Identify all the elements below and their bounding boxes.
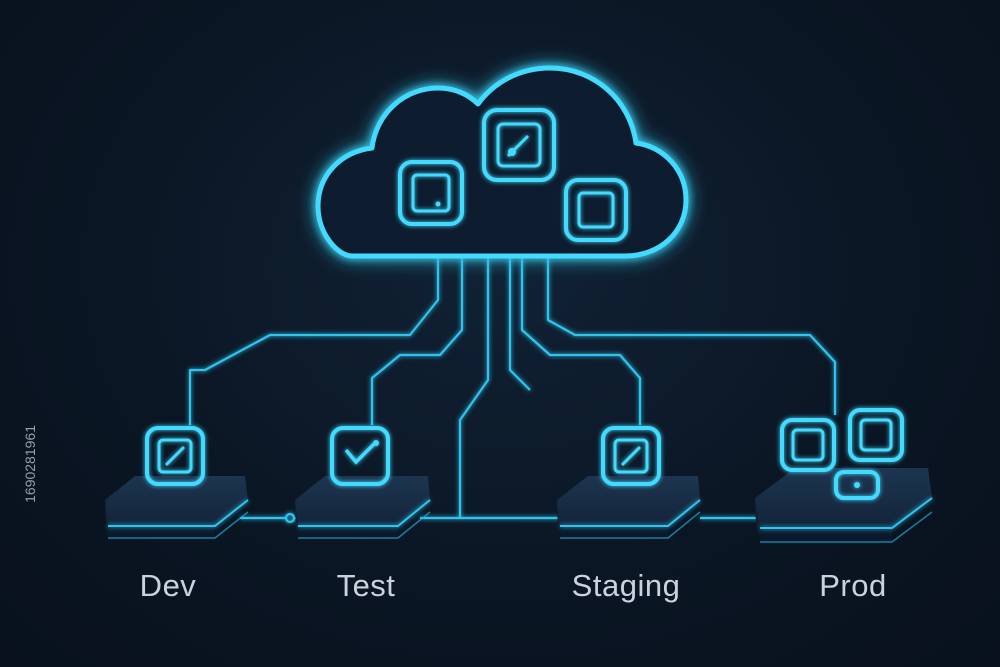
platform-prod [755, 468, 933, 544]
env-label-staging: Staging [571, 568, 681, 603]
cloud-icon [315, 65, 689, 259]
bus-node [284, 512, 296, 524]
connector-center-right [508, 258, 531, 391]
connector-to-prod [546, 258, 837, 415]
connector-to-test [370, 258, 464, 425]
test-checkmark-square-icon [330, 426, 390, 486]
platform-staging [557, 476, 701, 540]
platforms [105, 468, 933, 544]
env-label-test: Test [336, 568, 396, 603]
platform-test [295, 476, 431, 540]
dev-edit-square-icon [145, 426, 205, 486]
connector-to-dev [188, 258, 440, 425]
bottom-bus-main [420, 455, 560, 520]
connector-lines [188, 258, 837, 524]
staging-edit-square-icon [601, 426, 661, 486]
platform-dev [105, 476, 249, 540]
env-label-dev: Dev [139, 568, 197, 603]
cloud-app-square-right-icon [564, 178, 628, 242]
cloud-app-square-top-icon [482, 108, 556, 182]
env-label-prod: Prod [819, 568, 887, 603]
connector-to-staging [520, 258, 642, 425]
connector-center-left [458, 258, 490, 455]
cloud-app-square-left-icon [398, 160, 464, 226]
cloud-inner-icons [398, 108, 628, 242]
stock-id-text: 1690281961 [22, 425, 38, 503]
prod-stacked-squares-icon [780, 408, 904, 500]
